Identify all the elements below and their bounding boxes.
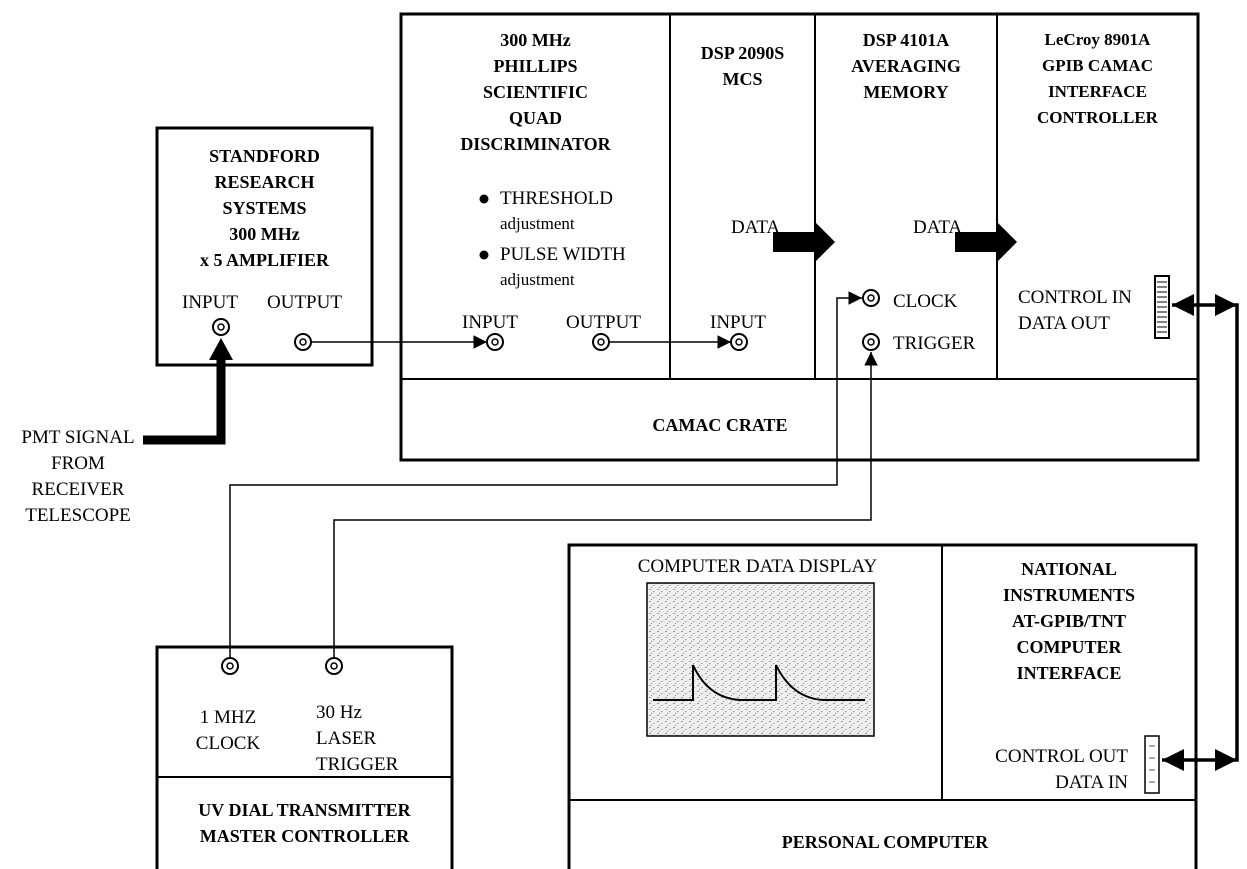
discriminator-title: 300 MHz PHILLIPS SCIENTIFIC QUAD DISCRIM…: [460, 30, 611, 154]
srs-output-label: OUTPUT: [267, 292, 342, 313]
threshold-label: THRESHOLD: [500, 188, 613, 209]
trigger-line: [333, 352, 878, 658]
pc-title: PERSONAL COMPUTER: [781, 832, 989, 852]
pmt-signal-label: PMT SIGNAL FROM RECEIVER TELESCOPE: [21, 427, 135, 526]
display-screen: [646, 582, 875, 737]
mcs-data-arrow: [773, 222, 835, 262]
mcs-data-label: DATA: [731, 217, 781, 238]
discriminator-output-label: OUTPUT: [566, 312, 641, 333]
threshold-sub-label: adjustment: [500, 214, 575, 233]
pmt-arrow-head: [209, 338, 233, 360]
gpib-port-icon: [1144, 735, 1160, 794]
gpib-arrow-head: [1172, 294, 1194, 316]
memory-data-arrow: [955, 222, 1017, 262]
memory-title: DSP 4101A AVERAGING MEMORY: [851, 30, 961, 102]
ni-io-label: CONTROL OUT DATA IN: [995, 746, 1128, 793]
gpib-arrow-head: [1215, 749, 1237, 771]
discriminator-input-label: INPUT: [462, 312, 518, 333]
camac-crate-label: CAMAC CRATE: [652, 415, 788, 435]
gpib-arrow-head: [1215, 294, 1237, 316]
lecroy-io-label: CONTROL IN DATA OUT: [1018, 287, 1132, 334]
mcs-input-label: INPUT: [710, 312, 766, 333]
master-controller-title: UV DIAL TRANSMITTER MASTER CONTROLLER: [198, 800, 411, 846]
camac-crate-box: [399, 12, 1200, 462]
clock-line: [229, 291, 862, 658]
srs-amplifier-box: [155, 126, 374, 367]
personal-computer-box: [567, 543, 1198, 869]
bullet-pulse-width: [479, 250, 489, 260]
bullet-threshold: [479, 194, 489, 204]
ni-interface-title: NATIONAL INSTRUMENTS AT-GPIB/TNT COMPUTE…: [1002, 559, 1136, 683]
master-clock-label: 1 MHZ CLOCK: [195, 707, 261, 754]
gpib-cable: [1162, 303, 1239, 762]
lecroy-title: LeCroy 8901A GPIB CAMAC INTERFACE CONTRO…: [1037, 30, 1158, 127]
memory-clock-label: CLOCK: [893, 291, 958, 312]
gpib-arrow-head: [1162, 749, 1184, 771]
master-trigger-label: 30 Hz LASER TRIGGER: [316, 702, 399, 775]
display-trace: [653, 664, 865, 701]
memory-trigger-label: TRIGGER: [893, 333, 976, 354]
srs-title: STANDFORD RESEARCH SYSTEMS 300 MHz x 5 A…: [199, 146, 329, 270]
master-controller-box: [155, 645, 454, 869]
pulse-width-sub-label: adjustment: [500, 270, 575, 289]
pmt-signal-line: [143, 358, 226, 445]
pulse-width-label: PULSE WIDTH: [500, 244, 626, 265]
gpib-port-icon: [1154, 275, 1170, 339]
memory-data-label: DATA: [913, 217, 963, 238]
display-title: COMPUTER DATA DISPLAY: [637, 556, 878, 577]
mcs-title: DSP 2090S MCS: [700, 43, 785, 89]
srs-input-label: INPUT: [182, 292, 238, 313]
